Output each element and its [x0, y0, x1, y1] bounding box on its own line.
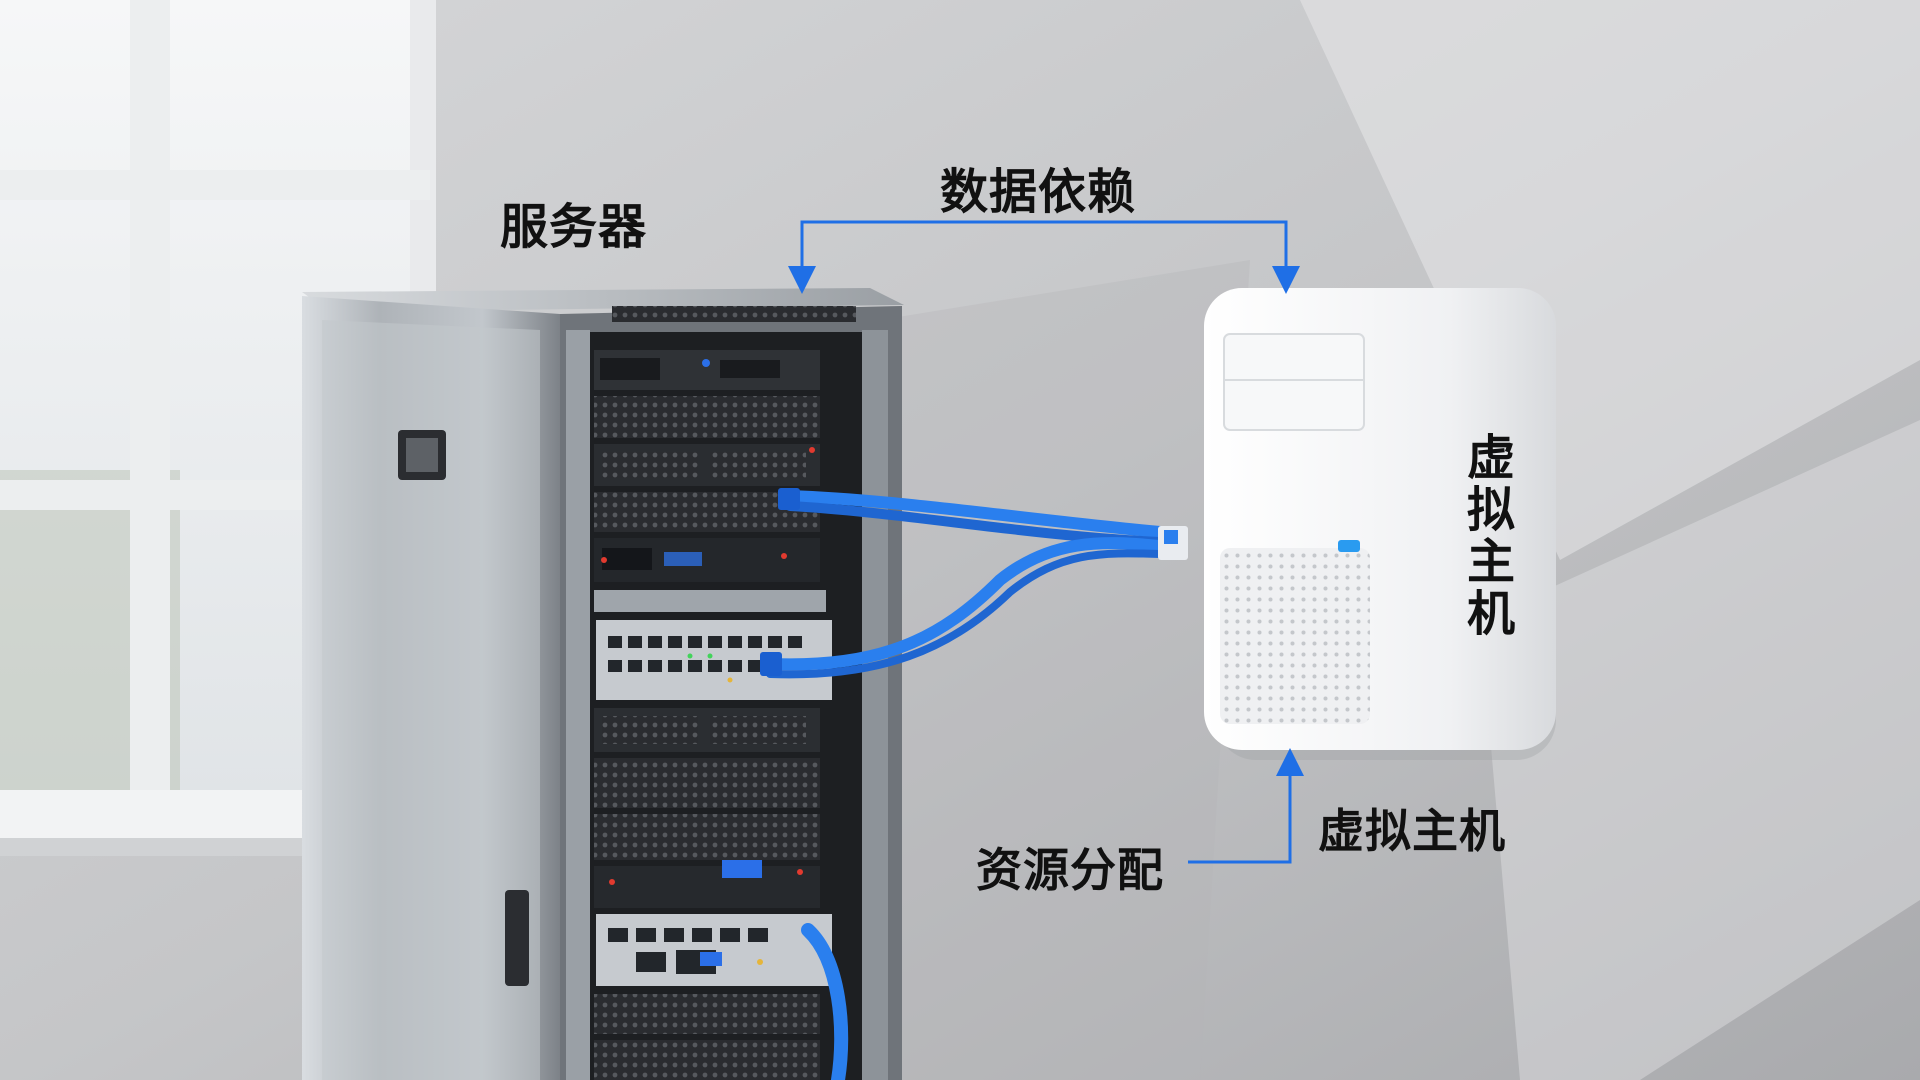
- cable-connector: [1164, 530, 1178, 544]
- resource-allocation-label: 资源分配: [976, 843, 1164, 897]
- virtual-host-box-icon: [1204, 288, 1556, 760]
- cable-connector: [760, 652, 782, 676]
- arrow-connector-icon: [800, 220, 1292, 864]
- cable-connector: [778, 488, 800, 510]
- sunlight-patch: [1480, 420, 1920, 1080]
- sunlight-patch: [1300, 0, 1920, 560]
- server-label: 服务器: [500, 199, 648, 255]
- arrow-head-up: [1276, 748, 1304, 776]
- arrow-head-left: [788, 266, 816, 294]
- server-rack-icon: [302, 288, 904, 1080]
- virtual-host-label: 虚拟主机: [1318, 804, 1506, 858]
- data-dependency-label: 数据依赖: [940, 164, 1137, 220]
- arrow-head-right: [1272, 266, 1300, 294]
- network-cable: [764, 490, 1166, 1080]
- shadow-patch: [880, 260, 1250, 1080]
- virtual-host-vertical-label: 虚拟主机: [1458, 432, 1514, 640]
